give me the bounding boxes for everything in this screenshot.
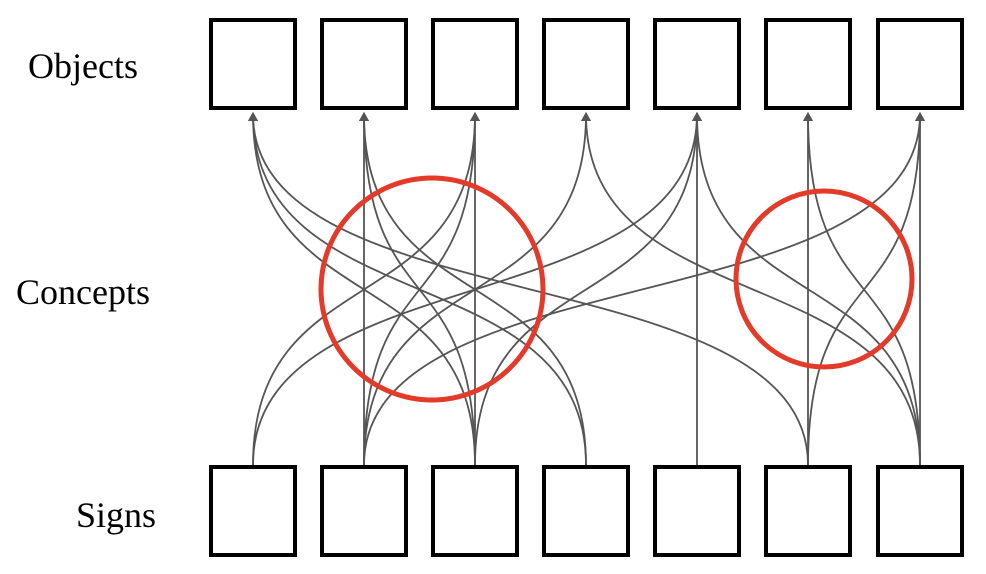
link-sign5-object0 [248,112,809,466]
link-sign2-object4 [474,112,702,466]
sign-box-3 [431,465,519,557]
objects-row [209,18,964,110]
concepts-label: Concepts [16,272,150,312]
sign-box-2 [320,465,408,557]
object-box-6 [764,18,852,110]
concept-highlights [318,175,915,403]
link-sign2-object0 [248,112,476,466]
sign-box-4 [542,465,630,557]
sign-box-7 [876,465,964,557]
highlight-circle-left [318,175,546,403]
highlight-circle-right [733,188,915,370]
link-sign3-object1 [359,112,587,466]
link-sign6-object3 [581,112,921,466]
object-box-7 [876,18,964,110]
signs-label: Signs [76,495,156,535]
object-box-4 [542,18,630,110]
object-box-1 [209,18,297,110]
link-sign3-object0 [248,112,587,466]
object-box-2 [320,18,408,110]
objects-label: Objects [28,46,138,86]
link-sign6-object5 [803,112,921,466]
sign-box-1 [209,465,297,557]
link-sign1-object6 [363,112,925,466]
link-sign6-object4 [692,112,921,466]
signs-row [209,465,964,557]
sign-box-6 [764,465,852,557]
object-box-5 [653,18,741,110]
sign-box-5 [653,465,741,557]
object-box-3 [431,18,519,110]
concept-links [248,112,925,466]
